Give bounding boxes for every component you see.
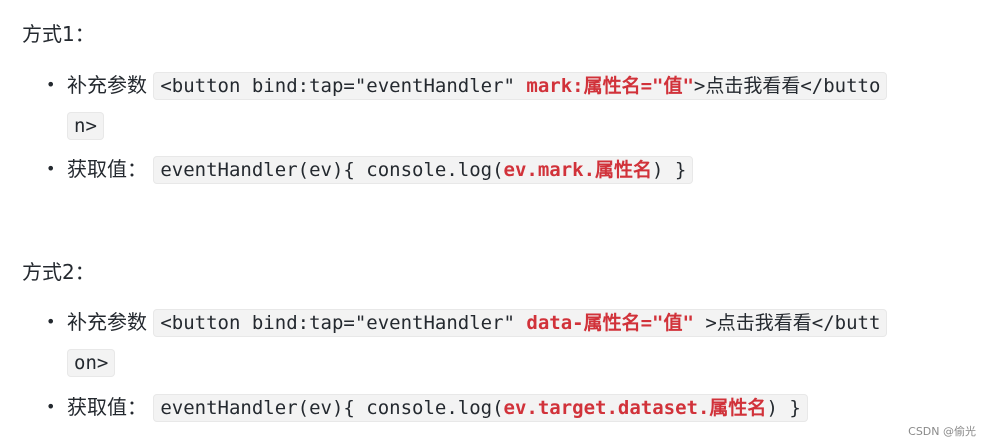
item-label: 补充参数 (67, 310, 147, 334)
section-2-item-get-value: • 获取值： eventHandler(ev){ console.log(ev.… (46, 388, 976, 428)
code-line-2: n> (67, 106, 104, 145)
section-1-item-add-params: • 补充参数 <button bind:tap="eventHandler" m… (46, 66, 976, 146)
code-text-tail: ) } (652, 159, 687, 181)
code-line-1: 补充参数 <button bind:tap="eventHandler" mar… (67, 66, 888, 105)
bullet: • (46, 397, 56, 416)
code-highlight: ev.target.dataset.属性名 (503, 397, 767, 419)
code-line-1: 获取值： eventHandler(ev){ console.log(ev.ma… (67, 150, 694, 189)
bullet: • (46, 159, 56, 178)
section-2-item-add-params: • 补充参数 <button bind:tap="eventHandler" d… (46, 303, 976, 383)
inline-code: eventHandler(ev){ console.log(ev.mark.属性… (153, 156, 694, 184)
code-text-tail: ) } (766, 397, 801, 419)
bullet: • (46, 75, 56, 94)
section-1-heading: 方式1： (22, 22, 95, 46)
code-text: <button bind:tap="eventHandler" (160, 312, 527, 334)
inline-code: <button bind:tap="eventHandler" data-属性名… (153, 309, 888, 337)
code-text-tail: >点击我看看</butto (693, 75, 881, 97)
inline-code: eventHandler(ev){ console.log(ev.target.… (153, 394, 808, 422)
code-text: eventHandler(ev){ console.log( (160, 397, 504, 419)
item-label: 获取值： (67, 157, 147, 181)
bullet: • (46, 312, 56, 331)
code-text: eventHandler(ev){ console.log( (160, 159, 504, 181)
section-2-heading: 方式2： (22, 260, 95, 284)
item-label: 获取值： (67, 395, 147, 419)
code-line-2: on> (67, 343, 116, 382)
code-line-1: 获取值： eventHandler(ev){ console.log(ev.ta… (67, 388, 808, 427)
inline-code-wrap: n> (67, 112, 104, 140)
code-text: <button bind:tap="eventHandler" (160, 75, 527, 97)
watermark: CSDN @偷光 (908, 425, 976, 438)
code-highlight: data-属性名="值" (526, 312, 694, 334)
code-highlight: mark:属性名="值" (526, 75, 694, 97)
inline-code: <button bind:tap="eventHandler" mark:属性名… (153, 72, 888, 100)
code-text-tail: >点击我看看</butt (693, 312, 881, 334)
item-label: 补充参数 (67, 73, 147, 97)
section-1-item-get-value: • 获取值： eventHandler(ev){ console.log(ev.… (46, 150, 976, 190)
inline-code-wrap: on> (67, 349, 116, 377)
code-highlight: ev.mark.属性名 (503, 159, 653, 181)
code-line-1: 补充参数 <button bind:tap="eventHandler" dat… (67, 303, 888, 342)
